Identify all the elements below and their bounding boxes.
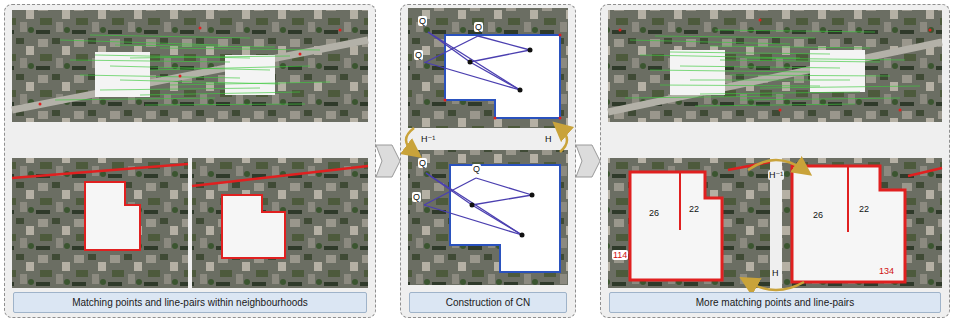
callout-label: Q xyxy=(414,50,423,60)
callout-label: 22 xyxy=(688,204,700,214)
callout-label: 22 xyxy=(858,204,870,214)
callout-label: Q xyxy=(472,164,481,174)
flow-arrow xyxy=(576,145,600,177)
callout-label: 26 xyxy=(648,208,660,218)
caption-band: More matching points and line-pairs xyxy=(609,292,941,313)
callout-label: H xyxy=(544,134,553,144)
panel: Matching points and line-pairs within ne… xyxy=(4,4,376,318)
callout-label: Q xyxy=(418,158,427,168)
callout-label: H⁻¹ xyxy=(420,134,436,144)
callout-label: H⁻¹ xyxy=(768,170,784,180)
caption-band: Construction of CN xyxy=(409,292,567,313)
callout-label: Q xyxy=(418,16,427,26)
callout-label: 26 xyxy=(812,210,824,220)
callout-label: Q xyxy=(474,22,483,32)
flow-arrow xyxy=(376,145,400,177)
callout-label: 114 xyxy=(612,250,628,260)
caption-band: Matching points and line-pairs within ne… xyxy=(13,292,367,313)
callout-label: H xyxy=(771,268,780,278)
callout-label: 134 xyxy=(878,266,895,276)
callout-label: Q xyxy=(412,192,421,202)
